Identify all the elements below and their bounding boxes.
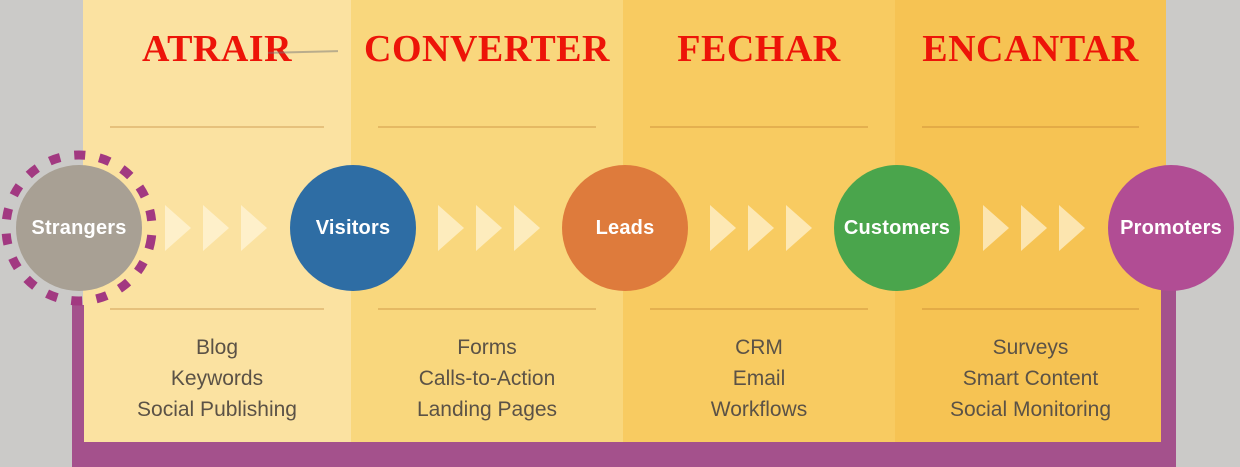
header-divider: [922, 126, 1139, 128]
list-divider: [110, 308, 324, 310]
header-divider: [378, 126, 596, 128]
tool-list-atrair: Blog Keywords Social Publishing: [83, 332, 351, 425]
tool-list-fechar: CRM Email Workflows: [623, 332, 895, 425]
circle-label: Leads: [595, 216, 655, 239]
stage-title-fechar: FECHAR: [677, 28, 841, 70]
circle-customers: Customers: [834, 165, 960, 291]
chevron-arrows-icon: [983, 205, 1085, 251]
chevron-arrows-icon: [710, 205, 812, 251]
tool-item: Email: [732, 367, 786, 390]
tool-item: Social Monitoring: [949, 398, 1112, 421]
stage-title-atrair: ATRAIR: [141, 28, 293, 70]
stage-title-encantar: ENCANTAR: [922, 28, 1139, 70]
border-bar-left: [72, 305, 84, 467]
chevron-right-icon: [1021, 205, 1047, 251]
tool-item: Landing Pages: [416, 398, 558, 421]
tool-list-converter: Forms Calls-to-Action Landing Pages: [351, 332, 623, 425]
tool-item: Workflows: [710, 398, 808, 421]
circle-strangers: Strangers: [16, 165, 142, 291]
circle-promoters: Promoters: [1108, 165, 1234, 291]
tool-list-encantar: Surveys Smart Content Social Monitoring: [895, 332, 1166, 425]
circle-label: Customers: [843, 216, 951, 239]
tool-item: Social Publishing: [137, 398, 297, 421]
chevron-right-icon: [748, 205, 774, 251]
chevron-right-icon: [165, 205, 191, 251]
border-bar-right: [1161, 284, 1176, 467]
list-divider: [378, 308, 596, 310]
tool-item: Keywords: [170, 367, 264, 390]
chevron-right-icon: [1059, 205, 1085, 251]
chevron-right-icon: [514, 205, 540, 251]
dashed-ring-stroke: [1, 150, 157, 306]
circle-visitors: Visitors: [290, 165, 416, 291]
chevron-right-icon: [710, 205, 736, 251]
header-divider: [110, 126, 324, 128]
chevron-right-icon: [983, 205, 1009, 251]
chevron-right-icon: [203, 205, 229, 251]
tool-item: Surveys: [992, 336, 1069, 359]
list-divider: [922, 308, 1139, 310]
circle-label: Promoters: [1120, 216, 1222, 239]
list-divider: [650, 308, 868, 310]
header-divider: [650, 126, 868, 128]
circle-leads: Leads: [562, 165, 688, 291]
dashed-ring-icon: [1, 150, 157, 306]
chevron-right-icon: [476, 205, 502, 251]
chevron-right-icon: [786, 205, 812, 251]
chevron-right-icon: [241, 205, 267, 251]
circle-label: Visitors: [315, 216, 391, 239]
stage-title-converter: CONVERTER: [364, 28, 610, 70]
tool-item: Calls-to-Action: [418, 367, 556, 390]
tool-item: CRM: [735, 336, 783, 359]
tool-item: Smart Content: [962, 367, 1099, 390]
chevron-arrows-icon: [165, 205, 267, 251]
chevron-arrows-icon: [438, 205, 540, 251]
tool-item: Forms: [457, 336, 517, 359]
border-bar-bottom: [72, 442, 1176, 467]
chevron-right-icon: [438, 205, 464, 251]
circle-label: Strangers: [31, 216, 127, 239]
tool-item: Blog: [195, 336, 239, 359]
